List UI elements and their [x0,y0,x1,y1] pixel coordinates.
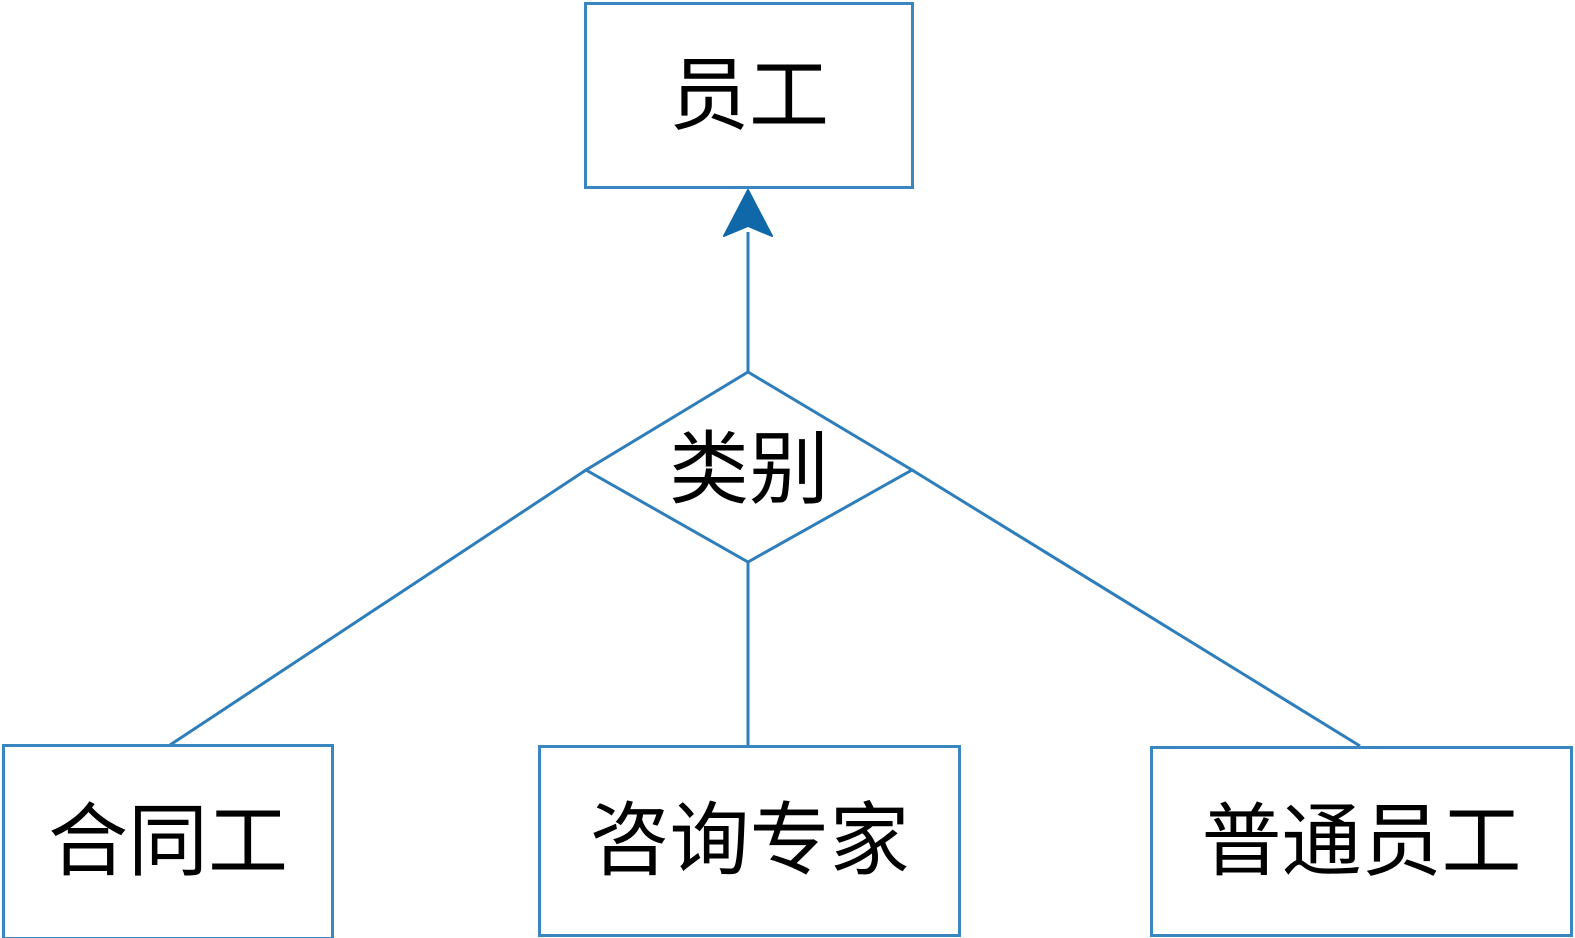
arrowhead-icon [723,189,773,237]
relationship-category-label-wrap: 类别 [586,415,912,525]
entity-employee-box[interactable]: 员工 [584,2,914,189]
connector-to-regular-employee [911,468,1361,748]
entity-consultant-expert-label: 咨询专家 [589,794,910,887]
relationship-category-label: 类别 [669,423,829,516]
relationship-diamond-shape [583,370,915,564]
entity-regular-employee-box[interactable]: 普通员工 [1150,746,1573,937]
entity-employee-label: 员工 [669,48,829,142]
entity-regular-employee-label: 普通员工 [1201,794,1522,888]
entity-contract-worker-label: 合同工 [48,795,288,888]
entity-contract-worker-box[interactable]: 合同工 [2,744,334,938]
connector-to-contract-worker [169,468,587,747]
entity-consultant-expert-box[interactable]: 咨询专家 [538,745,961,937]
